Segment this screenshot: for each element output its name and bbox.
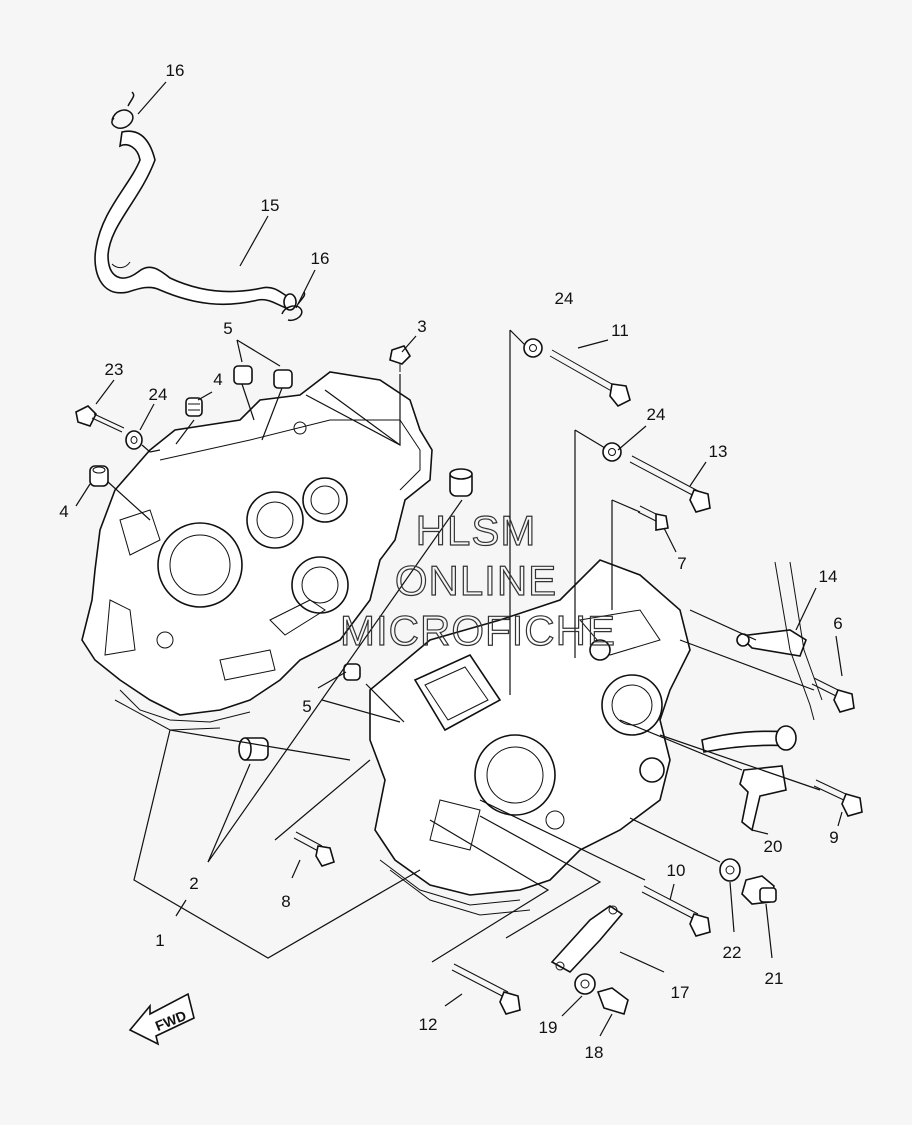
callout-11: 11: [611, 321, 629, 340]
callout-9: 9: [829, 828, 838, 847]
plug-4-left: [89, 465, 109, 487]
washer-24-left: [125, 430, 143, 450]
callout-2: 2: [189, 874, 198, 893]
callout-3: 3: [417, 317, 426, 336]
callout-16-bottom: 16: [311, 249, 330, 268]
bolt-23: [75, 405, 125, 433]
bolt-8: [293, 831, 335, 867]
callout-16-top: 16: [166, 61, 185, 80]
callout-5-top: 5: [223, 319, 232, 338]
bolt-18: [596, 987, 629, 1015]
hose-clamp-14: [736, 629, 807, 657]
plate-17: [550, 905, 624, 974]
bolt-12: [451, 963, 521, 1015]
watermark: HLSM ONLINE MICROFICHE: [339, 506, 616, 654]
bolt-7: [637, 505, 669, 531]
bolt-10: [641, 885, 711, 937]
hose-clip-top: [111, 91, 135, 129]
bolt-3: [389, 345, 412, 372]
callout-24-top: 24: [555, 289, 574, 308]
callout-7: 7: [677, 554, 686, 573]
breather-pipe: [701, 561, 823, 753]
drain-bolt-21: [741, 875, 777, 905]
callout-6: 6: [833, 614, 842, 633]
callout-5-bottom: 5: [302, 697, 311, 716]
sleeve-5-a: [233, 365, 253, 385]
washer-19: [574, 973, 596, 995]
callout-4-top: 4: [213, 370, 222, 389]
dowel-pin-left: [238, 737, 269, 761]
watermark-line-2: ONLINE: [395, 557, 557, 604]
callout-8: 8: [281, 892, 290, 911]
watermark-line-3: MICROFICHE: [340, 607, 616, 654]
dowel-pin-right: [449, 468, 473, 497]
callout-12: 12: [419, 1015, 438, 1034]
callout-24-mid: 24: [647, 405, 666, 424]
callout-4-left: 4: [59, 502, 68, 521]
callout-24-left: 24: [149, 385, 168, 404]
callout-19: 19: [539, 1018, 558, 1037]
watermark-line-1: HLSM: [416, 507, 537, 554]
callout-18: 18: [585, 1043, 604, 1062]
callout-23: 23: [105, 360, 124, 379]
callout-20: 20: [764, 837, 783, 856]
bolt-11: [549, 349, 631, 408]
bolt-13: [629, 455, 711, 513]
forward-arrow: FWD: [128, 992, 195, 1046]
crankcase-right-half: [369, 559, 691, 916]
callout-labels: 16 15 16 3 5 23 4 24 4 24 11 24 13 7 14 …: [59, 61, 842, 1062]
callout-10: 10: [667, 861, 686, 880]
sleeve-5-c: [343, 663, 361, 681]
callout-21: 21: [765, 969, 784, 988]
washer-24-top: [523, 338, 543, 358]
washer-24-mid: [602, 442, 622, 462]
bolt-6: [811, 677, 855, 713]
leader-lines: [75, 81, 843, 1037]
callout-17: 17: [671, 983, 690, 1002]
sleeve-5-b: [273, 369, 293, 389]
callout-14: 14: [819, 567, 838, 586]
callout-15: 15: [261, 196, 280, 215]
callout-1: 1: [155, 931, 164, 950]
washer-22: [719, 858, 741, 882]
callout-22: 22: [723, 943, 742, 962]
crankcase-left-half: [81, 371, 433, 731]
plug-4-upper: [185, 397, 203, 417]
bolt-9: [813, 779, 863, 817]
callout-13: 13: [709, 442, 728, 461]
